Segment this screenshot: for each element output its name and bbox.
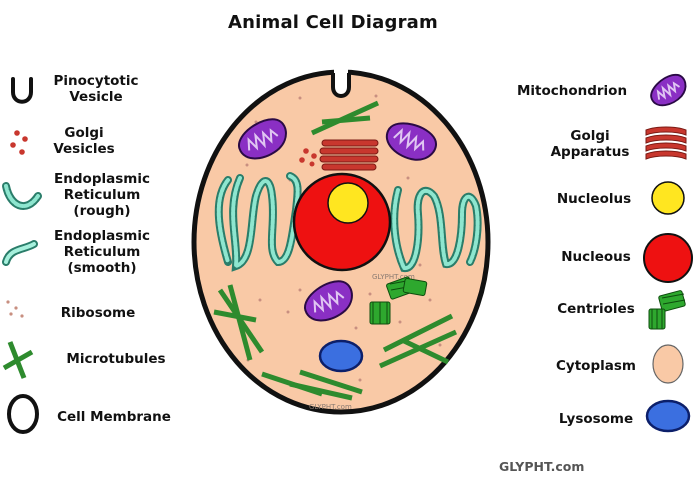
cell-microtubules-right xyxy=(378,313,458,369)
label-cytoplasm: Cytoplasm xyxy=(556,358,636,374)
label-rough-er: Endoplasmic Reticulum (rough) xyxy=(54,171,150,219)
cell-watermark-2: GLYPHT.com xyxy=(309,403,352,411)
legend-mitochondrion-icon xyxy=(645,69,693,112)
cell-centriole-1 xyxy=(386,276,428,300)
legend-golgi-vesicles-icon xyxy=(10,130,28,155)
cell-nucleolus xyxy=(327,182,369,224)
label-centrioles: Centrioles xyxy=(557,301,635,317)
watermark: GLYPHT.com xyxy=(499,459,585,474)
cell-golgi-vesicles xyxy=(299,148,317,167)
legend-cell-membrane-icon xyxy=(7,394,39,434)
legend-rough-er-icon xyxy=(2,182,42,210)
legend-centrioles-icon xyxy=(648,290,686,330)
cell-microtubules-bottom xyxy=(261,369,363,401)
legend-cytoplasm-icon xyxy=(652,344,684,384)
cell-watermark-1: GLYPHT.com xyxy=(372,273,415,281)
label-lysosome: Lysosome xyxy=(558,411,634,427)
cell-microtubules-top xyxy=(310,100,380,136)
legend-golgi-apparatus-icon xyxy=(645,126,687,160)
legend-nucleous-icon xyxy=(643,233,693,283)
legend-smooth-er-icon xyxy=(2,240,38,266)
label-microtubules: Microtubules xyxy=(66,351,166,367)
label-pinocytotic-vesicle: Pinocytotic Vesicle xyxy=(53,73,139,105)
cell-centriole-2 xyxy=(369,301,391,325)
label-golgi-apparatus: Golgi Apparatus xyxy=(550,128,630,160)
cell-lysosome xyxy=(318,339,364,373)
cell-rough-er-left xyxy=(214,172,302,272)
label-smooth-er: Endoplasmic Reticulum (smooth) xyxy=(54,228,150,276)
cell-nucleus xyxy=(292,172,392,272)
label-ribosome: Ribosome xyxy=(60,305,136,321)
label-nucleous: Nucleous xyxy=(561,249,631,265)
label-cell-membrane: Cell Membrane xyxy=(57,409,171,425)
cell-rough-er-right xyxy=(390,186,482,272)
label-mitochondrion: Mitochondrion xyxy=(516,83,628,99)
legend-pinocytotic-vesicle-icon xyxy=(11,77,33,104)
label-nucleolus: Nucleolus xyxy=(556,191,632,207)
legend-lysosome-icon xyxy=(645,399,691,433)
label-golgi-vesicles: Golgi Vesicles xyxy=(53,125,115,157)
legend-nucleolus-icon xyxy=(651,181,685,215)
cell-microtubules-left xyxy=(213,284,265,361)
legend-ribosome-icon xyxy=(6,300,24,318)
pinocytotic-vesicle-notch xyxy=(331,70,351,98)
diagram-title: Animal Cell Diagram xyxy=(227,12,438,33)
cell-golgi-apparatus xyxy=(319,139,379,171)
legend-microtubules-icon xyxy=(2,341,34,379)
